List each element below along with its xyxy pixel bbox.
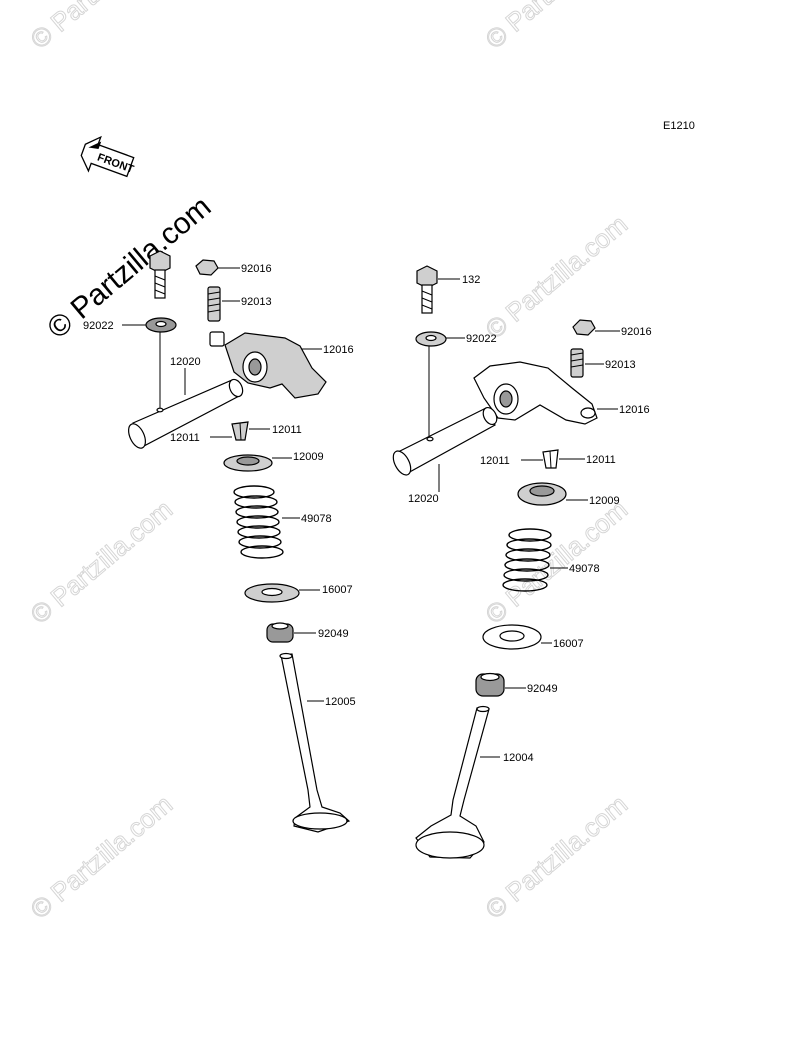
rocker-arm[interactable] [473,361,598,425]
watermark-text: © Partzilla.com [480,789,633,925]
washer[interactable] [145,317,177,333]
part-label: 12011 [272,424,302,436]
spring-seat[interactable] [482,624,542,650]
part-label: 92016 [241,263,272,275]
exhaust-valve[interactable] [279,652,351,833]
part-label: 12009 [293,451,324,463]
watermark-text: © Partzilla.com [480,0,633,55]
diagram-code: E1210 [663,120,695,132]
watermark-text: © Partzilla.com [480,209,633,345]
valve-stem-seal[interactable] [266,622,294,643]
valve-spring[interactable] [233,485,284,559]
watermark-text: © Partzilla.com [25,494,178,630]
part-label: 12011 [170,432,200,444]
part-label: 16007 [553,638,584,650]
part-label: 92016 [621,326,652,338]
part-label: 12004 [503,752,534,764]
part-label: 49078 [301,513,332,525]
bolt[interactable] [416,265,438,314]
valve-spring[interactable] [502,528,552,592]
watermark-pattern: © Partzilla.com © Partzilla.com © Partzi… [24,0,633,925]
part-label: 12011 [480,455,510,467]
part-label: 12016 [323,344,354,356]
nut[interactable] [195,259,219,276]
part-label: 132 [462,274,480,286]
part-label: 92022 [466,333,497,345]
valve-cotter[interactable] [542,449,559,469]
valve-stem-seal[interactable] [475,672,505,697]
rocker-shaft[interactable] [125,377,245,450]
left-valve-assembly: 92016 92013 92022 12016 [83,250,356,833]
part-label: 16007 [322,584,353,596]
right-valve-assembly: 132 92022 92016 92013 12016 [390,265,652,859]
adjusting-screw[interactable] [570,348,584,378]
part-label: 12020 [170,356,201,368]
part-label: 12020 [408,493,439,505]
spring-retainer[interactable] [223,454,273,472]
bolt[interactable] [149,250,171,299]
watermark-text: © Partzilla.com [480,494,633,630]
watermark-text: © Partzilla.com [25,789,178,925]
watermark-text: © Partzilla.com [25,0,178,55]
part-label: 49078 [569,563,600,575]
watermark-main: © Partzilla.com [41,190,217,345]
part-label: 92022 [83,320,114,332]
part-label: 12016 [619,404,650,416]
part-label: 92013 [241,296,272,308]
valve-cotter[interactable] [231,421,249,441]
spring-seat[interactable] [244,583,300,603]
washer[interactable] [415,331,447,347]
adjusting-screw[interactable] [207,286,221,322]
part-label: 12011 [586,454,616,466]
front-arrow-icon: FRONT [80,135,136,178]
spring-retainer[interactable] [517,482,567,506]
part-label: 12005 [325,696,356,708]
nut[interactable] [572,319,596,336]
part-label: 12009 [589,495,620,507]
rocker-arm[interactable] [209,331,327,399]
part-label: 92013 [605,359,636,371]
rocker-shaft[interactable] [390,405,500,478]
part-label: 92049 [318,628,349,640]
part-label: 92049 [527,683,558,695]
intake-valve[interactable] [415,705,490,859]
